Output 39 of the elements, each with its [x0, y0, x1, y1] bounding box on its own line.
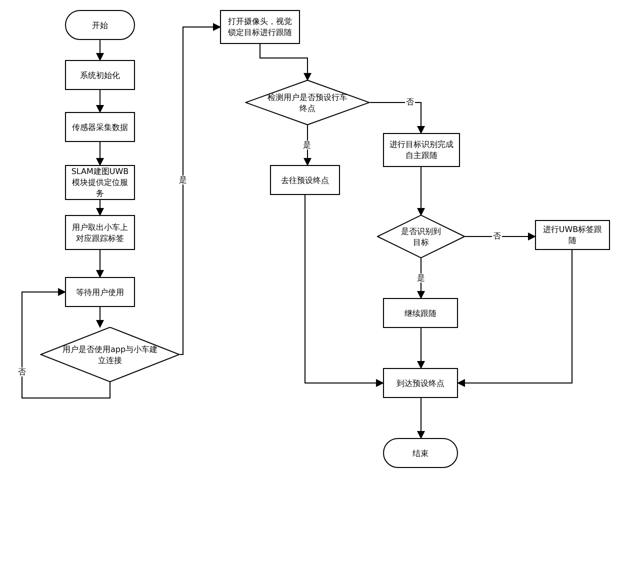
arrow [304, 194, 384, 387]
edge-label: 否 [405, 98, 415, 106]
arrow [96, 142, 104, 166]
edge-label: 否 [492, 232, 502, 240]
process-box: 传感器采集数据 [65, 112, 135, 142]
arrow [180, 23, 221, 355]
arrow [96, 306, 104, 328]
arrow [96, 90, 104, 113]
decision-diamond: 用户是否使用app与小车建立连接 [40, 327, 180, 382]
terminal-box: 开始 [65, 10, 135, 40]
arrow [417, 398, 425, 439]
edge-label: 是 [302, 140, 312, 150]
process-box: 去往预设终点 [270, 165, 340, 195]
arrow [304, 124, 312, 166]
arrow [457, 250, 572, 387]
arrow [96, 40, 104, 61]
arrow [96, 250, 104, 278]
arrow [96, 200, 104, 216]
process-box: 打开摄像头，视觉锁定目标进行跟随 [220, 10, 300, 44]
edge-label: 是 [416, 274, 426, 282]
arrow [370, 102, 425, 134]
edge-label: 是 [178, 176, 188, 184]
process-box: 系统初始化 [65, 60, 135, 90]
process-box: 继续跟随 [383, 298, 458, 328]
terminal-box: 结束 [383, 438, 458, 468]
process-box: 进行目标识别完成自主跟随 [383, 133, 460, 167]
decision-diamond: 是否识别到目标 [377, 215, 465, 258]
process-box: SLAM建图UWB模块提供定位服务 [65, 165, 135, 200]
arrow [417, 166, 425, 216]
arrow [260, 44, 312, 81]
decision-diamond: 检测用户是否预设行车终点 [245, 80, 370, 125]
process-box: 用户取出小车上对应跟踪标签 [65, 215, 135, 250]
arrow [22, 288, 110, 398]
process-box: 进行UWB标签跟随 [535, 220, 610, 250]
edge-label: 否 [17, 368, 27, 376]
arrow [417, 328, 425, 369]
process-box: 等待用户使用 [65, 277, 135, 307]
process-box: 到达预设终点 [383, 368, 458, 398]
arrow [464, 232, 536, 240]
